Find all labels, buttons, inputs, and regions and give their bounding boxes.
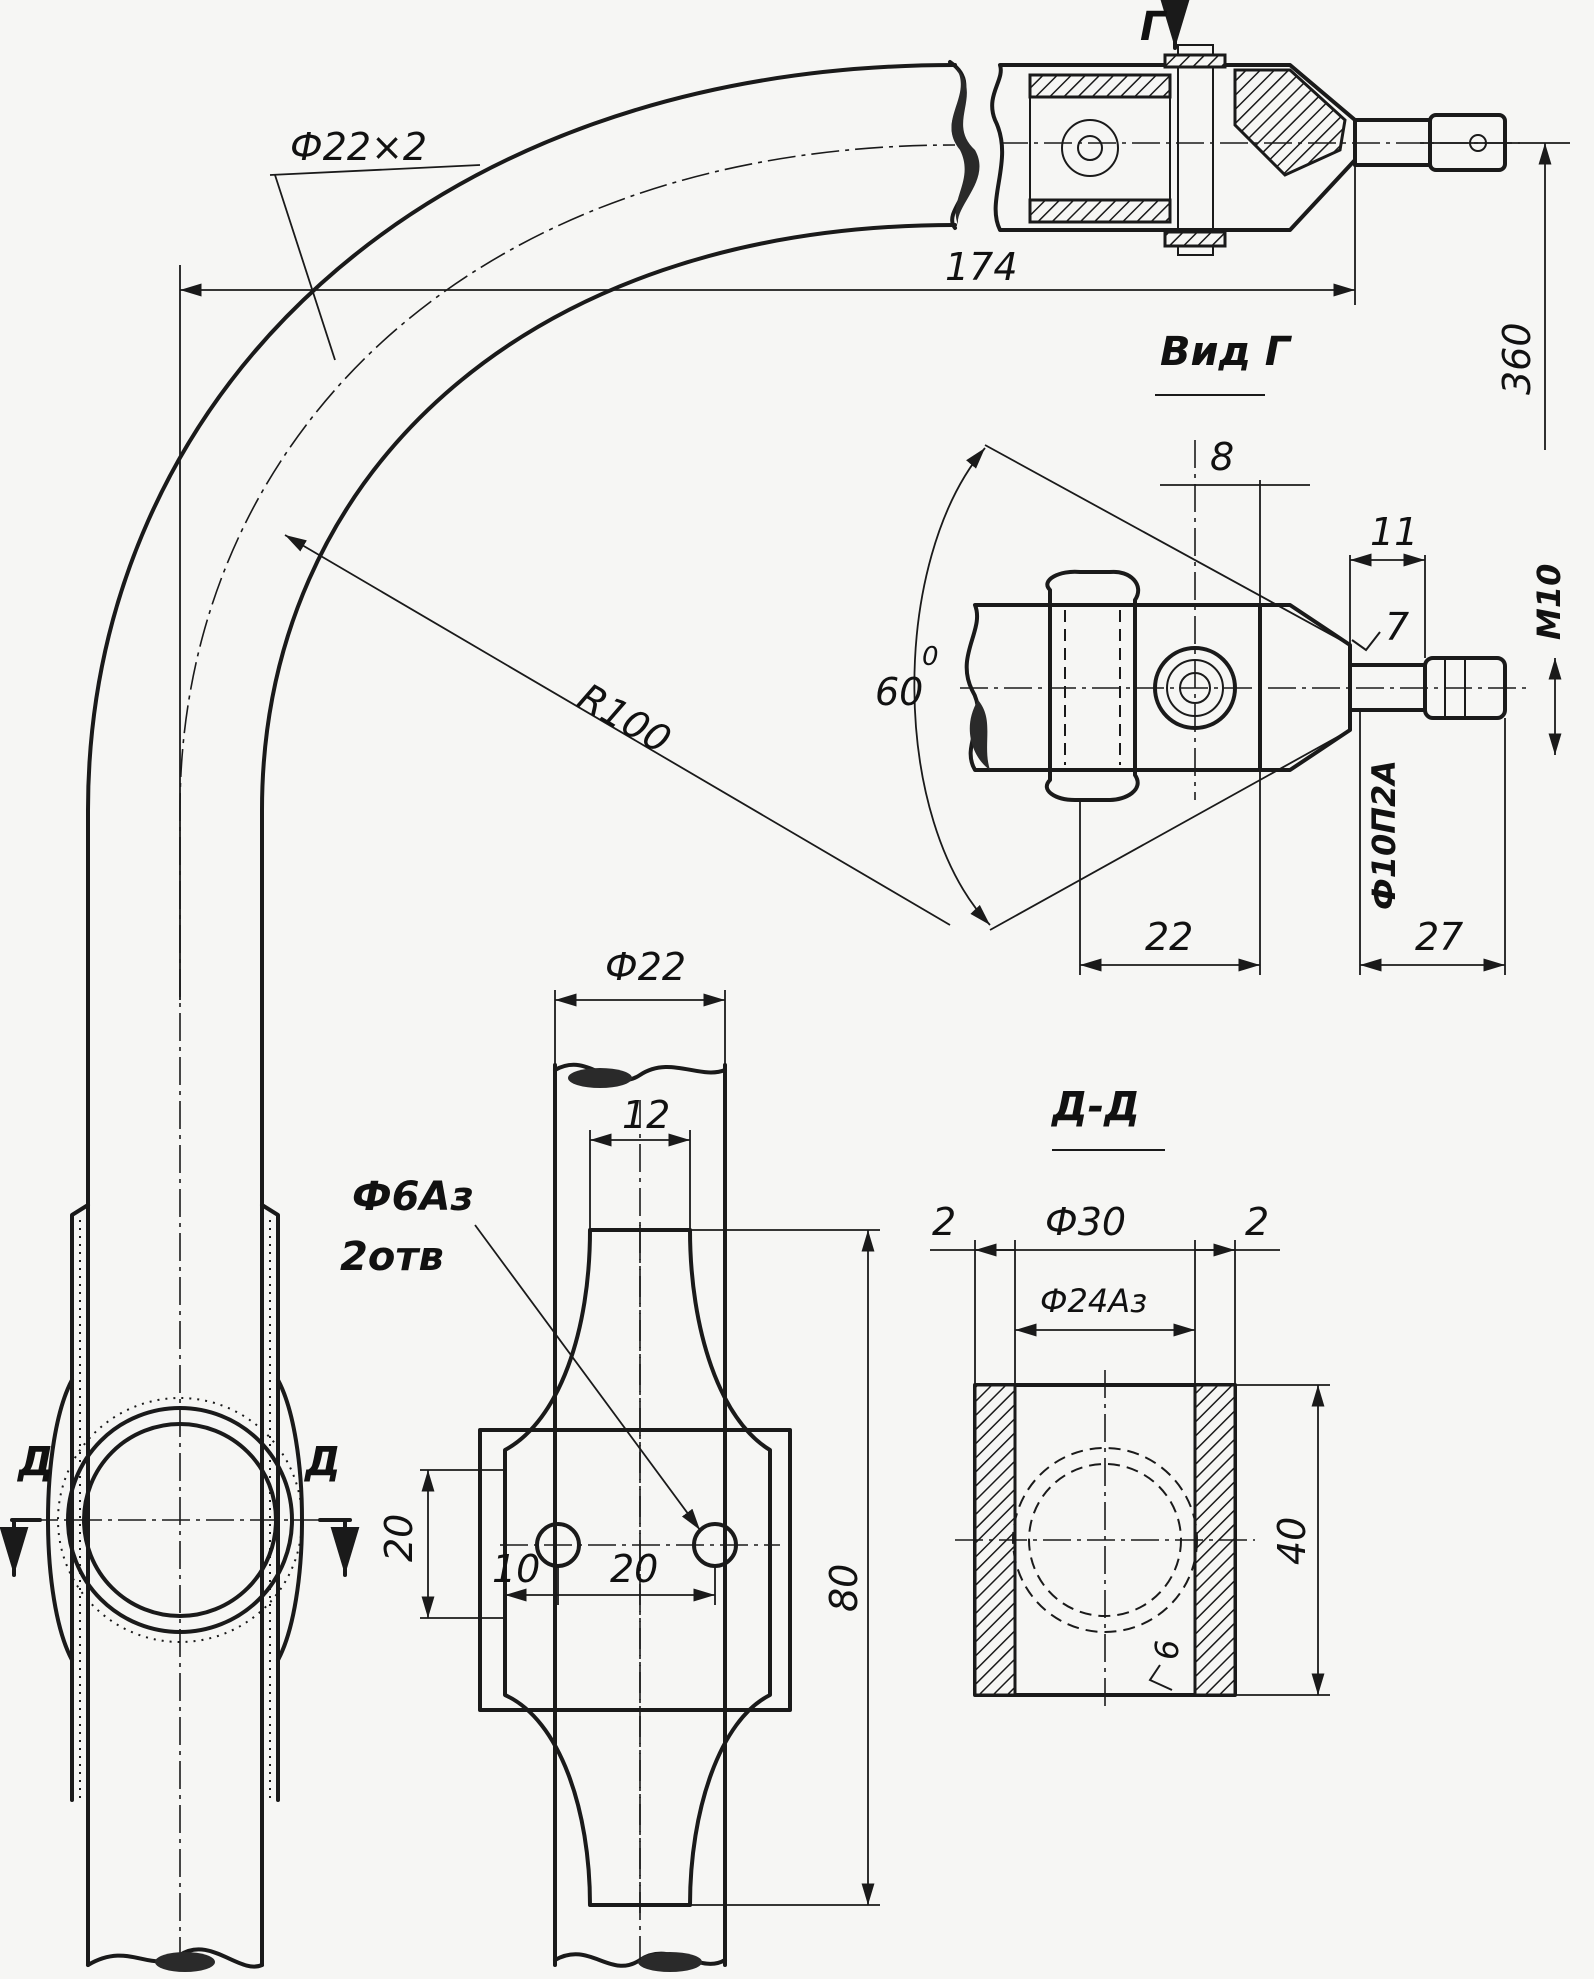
hole-leader: [474, 1224, 701, 1531]
section-mark-right: Д: [303, 1439, 341, 1485]
sleeve-left: [70, 1203, 90, 1802]
roughness-7-symbol: [1351, 631, 1381, 652]
radius-label: R100: [571, 675, 679, 763]
tube-break-shade: [951, 66, 980, 225]
radius-line: [284, 534, 951, 926]
clevis-bore: [1029, 96, 1171, 201]
clevis-bore-circle: [1061, 119, 1119, 177]
dim-22-label: 22: [1145, 915, 1193, 959]
dim-174-label: 174: [945, 245, 1018, 289]
tube-size-callout: Ф22×2: [269, 125, 481, 361]
dim-10-label: 10: [492, 1547, 540, 1591]
view-g: Вид Г 60 0 8 11 7 M10: [875, 329, 1568, 975]
radius-callout: R100: [284, 534, 951, 926]
hole-count-label: 2отв: [340, 1234, 444, 1280]
dimension-174: 174: [179, 165, 1356, 1000]
dim-f24-label: Ф24Аз: [1040, 1282, 1147, 1320]
tube-size-leader-2: [274, 174, 336, 361]
roughness-6-label: 6: [1148, 1640, 1186, 1660]
clevis-body: [990, 63, 1357, 232]
dim-f22-label: Ф22: [605, 945, 686, 989]
tube-centerline: [179, 144, 956, 1965]
sleeve-right: [260, 1203, 280, 1802]
clevis-section: Г: [990, 0, 1520, 256]
roughness-7-label: 7: [1385, 605, 1409, 649]
dim-2-right-label: 2: [1245, 1200, 1269, 1244]
angle-ray-top: [984, 444, 1351, 646]
middle-view: Ф22 12 Ф6Аз 2отв 20 10 20 80: [340, 945, 880, 1972]
dim-360-label: 360: [1495, 322, 1539, 395]
clevis-wall-top: [1028, 73, 1172, 99]
pin: [1177, 44, 1214, 256]
tube-outer-edge: [86, 63, 957, 1967]
dim-12-label: 12: [622, 1093, 670, 1137]
thread-m10-label: M10: [1530, 564, 1568, 640]
dim-20h-label: 20: [610, 1547, 658, 1591]
dim-f30-label: Ф30: [1045, 1200, 1126, 1244]
dim-20v-label: 20: [377, 1514, 421, 1562]
pin-head-top: [1163, 53, 1227, 69]
angle-arc: [913, 447, 991, 926]
angle-degree-symbol: 0: [922, 642, 939, 672]
tube-sleeve: Д Д: [0, 1203, 360, 1802]
dim-80-label: 80: [822, 1564, 866, 1612]
diameter-10-label: Ф10П2А: [1365, 760, 1403, 910]
angle-label: 60: [875, 670, 923, 714]
dim-8-label: 8: [1210, 435, 1234, 479]
mid-tube-break-top: [553, 1062, 727, 1083]
tube-inner-edge: [260, 223, 957, 1967]
mid-plate: [478, 1428, 792, 1712]
mid-break-top-shade: [568, 1068, 632, 1088]
hole-spec-label: Ф6Аз: [352, 1174, 474, 1220]
section-d-d: Д-Д Ф30 2 2 Ф24Аз 40 6: [930, 1084, 1330, 1710]
clevis-bore-circle-2: [1077, 135, 1103, 161]
tube-size-leader: [269, 164, 481, 176]
dim-11-label: 11: [1370, 510, 1418, 554]
dimension-360: 360: [1420, 142, 1570, 450]
dim-27-label: 27: [1415, 915, 1463, 959]
view-g-arrow-label: Г: [1140, 4, 1168, 50]
view-g-sleeve: [1044, 569, 1141, 802]
tube-size-label: Ф22×2: [290, 125, 427, 169]
mid-break-bottom-shade: [638, 1952, 702, 1972]
view-g-title: Вид Г: [1160, 329, 1293, 375]
pin-head-bottom: [1163, 230, 1227, 248]
dim-2-left-label: 2: [932, 1200, 956, 1244]
clevis-wall-bottom: [1028, 198, 1172, 224]
clevis-cone-hatch: [1233, 68, 1347, 177]
roughness-6-symbol: [1148, 1664, 1173, 1691]
bent-tube: [86, 60, 980, 1972]
dim-40-label: 40: [1270, 1517, 1314, 1565]
angle-ray-bottom: [989, 729, 1351, 931]
tube-break-bottom-shade: [155, 1952, 215, 1972]
section-mark-left: Д: [16, 1439, 54, 1485]
section-title: Д-Д: [1050, 1084, 1140, 1130]
